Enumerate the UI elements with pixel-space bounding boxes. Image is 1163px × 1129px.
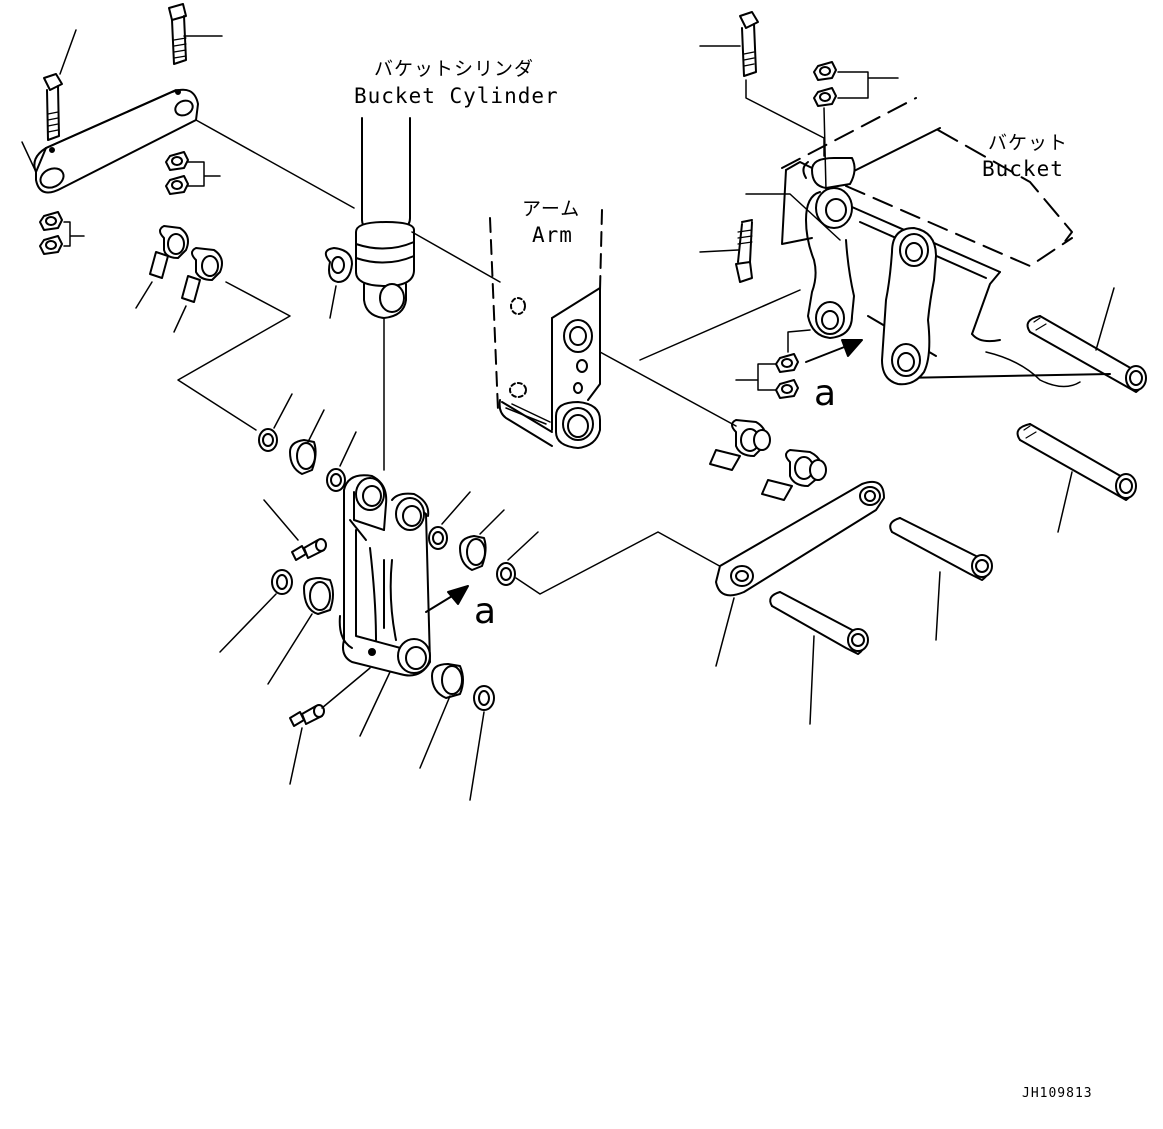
side-link-pin-lower bbox=[769, 591, 869, 725]
arrow-a-right bbox=[805, 339, 863, 363]
upper-link-nuts bbox=[39, 151, 189, 255]
bucket-pin-upper bbox=[1026, 287, 1147, 393]
upper-link-bolt bbox=[168, 3, 187, 65]
h-link-seals-and-bushings bbox=[258, 428, 516, 711]
side-link bbox=[715, 480, 885, 667]
detail-a-left-label: a bbox=[474, 591, 497, 632]
h-link bbox=[338, 474, 431, 677]
side-link-pin-upper bbox=[889, 517, 993, 641]
bucket-jp-label: バケット bbox=[988, 132, 1069, 154]
bucket-cylinder bbox=[355, 117, 415, 471]
right-shim-packs bbox=[709, 419, 827, 501]
bucket-side-bolt bbox=[699, 11, 825, 157]
grease-fitting-lower bbox=[289, 667, 371, 785]
bucket-side-nuts bbox=[813, 61, 899, 191]
detail-a-right-label: a bbox=[814, 373, 837, 414]
left-shim-leaders bbox=[135, 281, 291, 431]
arm-en-label: Arm bbox=[532, 223, 573, 247]
bucket bbox=[781, 97, 1111, 388]
drawing-code: JH109813 bbox=[1022, 1086, 1093, 1101]
upper-link-bolt-2 bbox=[43, 73, 63, 141]
bucket-cylinder-jp-label: バケットシリンダ bbox=[374, 58, 535, 80]
bucket-cylinder-en-label: Bucket Cylinder bbox=[354, 84, 559, 108]
bucket-pin-lower bbox=[1016, 423, 1137, 533]
upper-link bbox=[33, 88, 199, 194]
upper-link-leaders bbox=[21, 29, 223, 247]
arrow-a-left bbox=[425, 585, 469, 613]
h-link-leaders bbox=[219, 393, 735, 801]
bucket-lower-bolt bbox=[699, 193, 841, 283]
bucket-en-label: Bucket bbox=[982, 157, 1064, 181]
cylinder-shim bbox=[324, 247, 353, 319]
grease-fitting-upper bbox=[263, 499, 327, 561]
left-shim-packs bbox=[149, 225, 223, 303]
arm-jp-label: アーム bbox=[522, 198, 581, 220]
arm-side-leaders bbox=[195, 119, 801, 427]
bucket-lower-nuts bbox=[735, 329, 811, 399]
arm bbox=[489, 209, 603, 449]
